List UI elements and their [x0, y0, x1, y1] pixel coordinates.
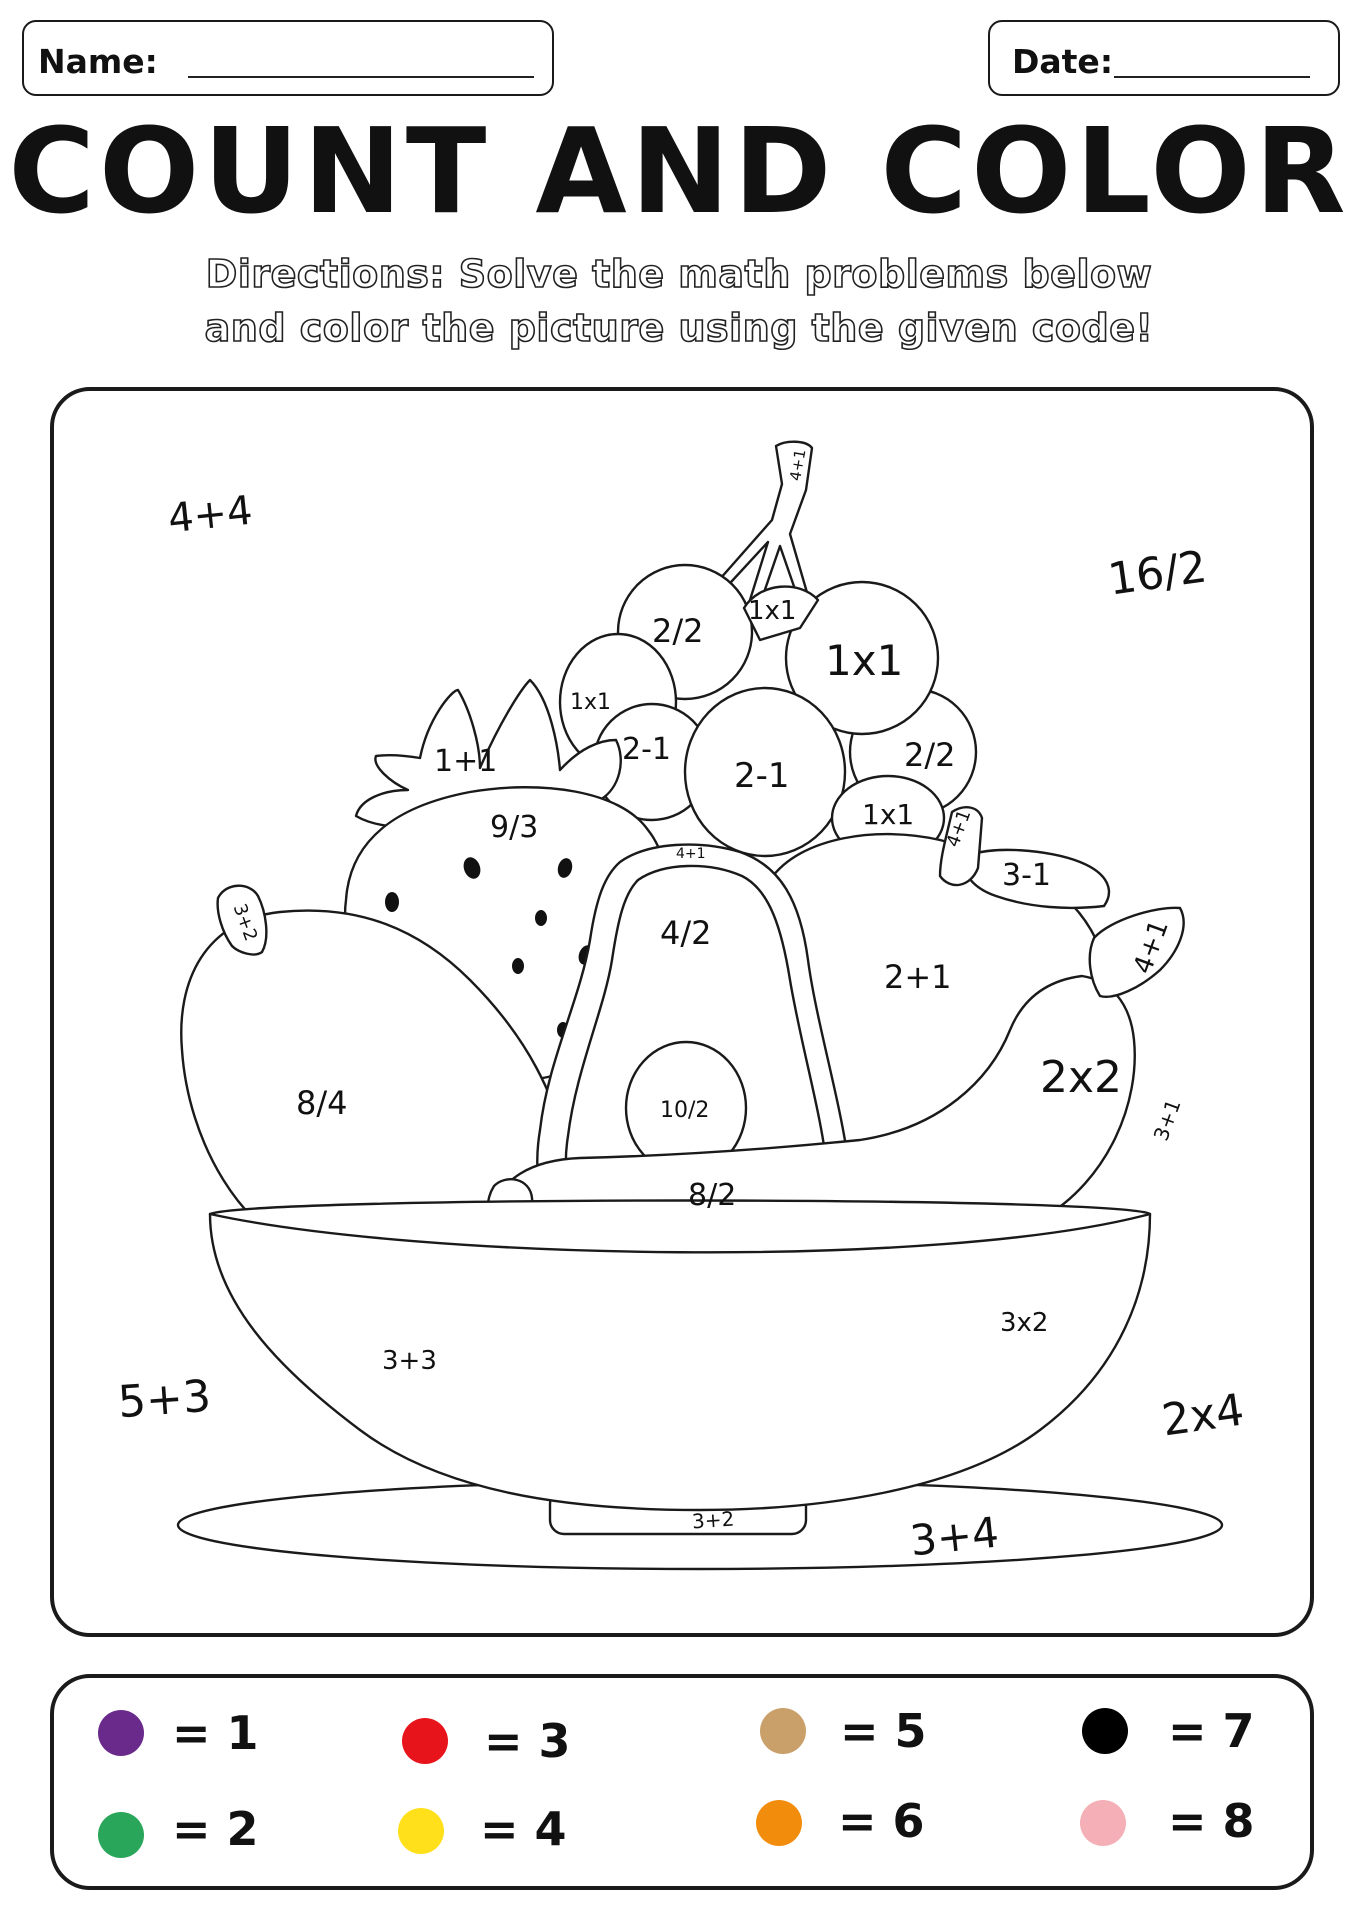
grape-problem-7: 2/2 — [904, 736, 956, 774]
key-label-6: = 6 — [838, 1794, 925, 1848]
pear-pit-problem: 10/2 — [660, 1098, 710, 1123]
grape-stem-problem: 4+1 — [786, 447, 810, 483]
grape-tiny-center[interactable] — [742, 585, 820, 642]
key-label-5: = 5 — [840, 1704, 927, 1758]
key-label-7: = 7 — [1168, 1704, 1255, 1758]
orange-stem[interactable] — [938, 806, 984, 887]
key-dot-4 — [398, 1808, 444, 1854]
date-label: Date: — [1012, 42, 1114, 81]
grape-top-right[interactable] — [784, 580, 940, 736]
page-title: COUNT AND COLOR — [8, 102, 1350, 240]
pear-top-problem: 4+1 — [676, 846, 706, 862]
banana-tip-problem: 4+1 — [1127, 916, 1175, 978]
grape-problem-5: 2-1 — [622, 732, 671, 767]
bowl[interactable] — [208, 1199, 1152, 1512]
key-label-4: = 4 — [480, 1802, 567, 1856]
key-label-1: = 1 — [172, 1706, 259, 1760]
orange-problem: 2+1 — [884, 958, 952, 996]
orange-leaf-problem: 3-1 — [1002, 858, 1051, 893]
grape-problem-3: 1x1 — [825, 636, 904, 685]
directions-line-1: Directions: Solve the math problems belo… — [205, 252, 1153, 296]
date-input-line[interactable] — [1114, 76, 1310, 78]
key-dot-3 — [402, 1718, 448, 1764]
bowl-rim — [208, 1212, 1152, 1254]
banana-tip[interactable] — [1088, 906, 1185, 998]
directions-line-2: and color the picture using the given co… — [204, 306, 1154, 350]
name-field-box: Name: — [22, 20, 554, 96]
banana-problem-large: 2x2 — [1040, 1052, 1123, 1103]
strawberry-leaf-problem: 1+1 — [434, 744, 498, 779]
key-label-8: = 8 — [1168, 1794, 1255, 1848]
pear-problem: 4/2 — [660, 914, 712, 952]
bg-problem-top-right: 16/2 — [1104, 541, 1210, 606]
key-dot-2 — [98, 1812, 144, 1858]
grape-problem-1: 2/2 — [652, 612, 704, 650]
key-dot-6 — [756, 1800, 802, 1846]
bg-problem-plate: 3+4 — [907, 1507, 1001, 1566]
bg-problem-bottom-right: 2x4 — [1158, 1384, 1248, 1447]
bg-problem-bottom-left: 5+3 — [116, 1370, 213, 1429]
grape-problem-2: 1x1 — [748, 596, 797, 626]
key-label-3: = 3 — [484, 1714, 571, 1768]
mango-problem: 8/4 — [296, 1084, 348, 1122]
key-label-2: = 2 — [172, 1802, 259, 1856]
grape-center[interactable] — [683, 686, 847, 858]
bowl-problem-left: 3+3 — [382, 1346, 437, 1376]
banana-side-problem: 3+1 — [1148, 1096, 1186, 1144]
date-field-box: Date: — [988, 20, 1340, 96]
name-label: Name: — [38, 42, 158, 81]
bg-problem-top-left: 4+4 — [165, 487, 255, 543]
mango-stem-problem: 3+2 — [228, 901, 262, 944]
bowl-problem-right: 3x2 — [1000, 1308, 1049, 1338]
orange-leaf[interactable] — [960, 848, 1111, 910]
name-input-line[interactable] — [188, 76, 534, 78]
key-dot-7 — [1082, 1708, 1128, 1754]
mango-stem[interactable] — [216, 884, 268, 956]
grape-problem-6: 2-1 — [734, 756, 790, 796]
grape-problem-4: 1x1 — [570, 690, 612, 715]
bowl-base-problem: 3+2 — [691, 1506, 736, 1534]
banana-problem: 8/2 — [688, 1178, 737, 1213]
key-dot-5 — [760, 1708, 806, 1754]
key-dot-8 — [1080, 1800, 1126, 1846]
strawberry-problem: 9/3 — [490, 810, 539, 845]
orange-stem-problem: 4+1 — [942, 807, 976, 850]
grape-problem-8: 1x1 — [862, 798, 915, 831]
key-dot-1 — [98, 1710, 144, 1756]
